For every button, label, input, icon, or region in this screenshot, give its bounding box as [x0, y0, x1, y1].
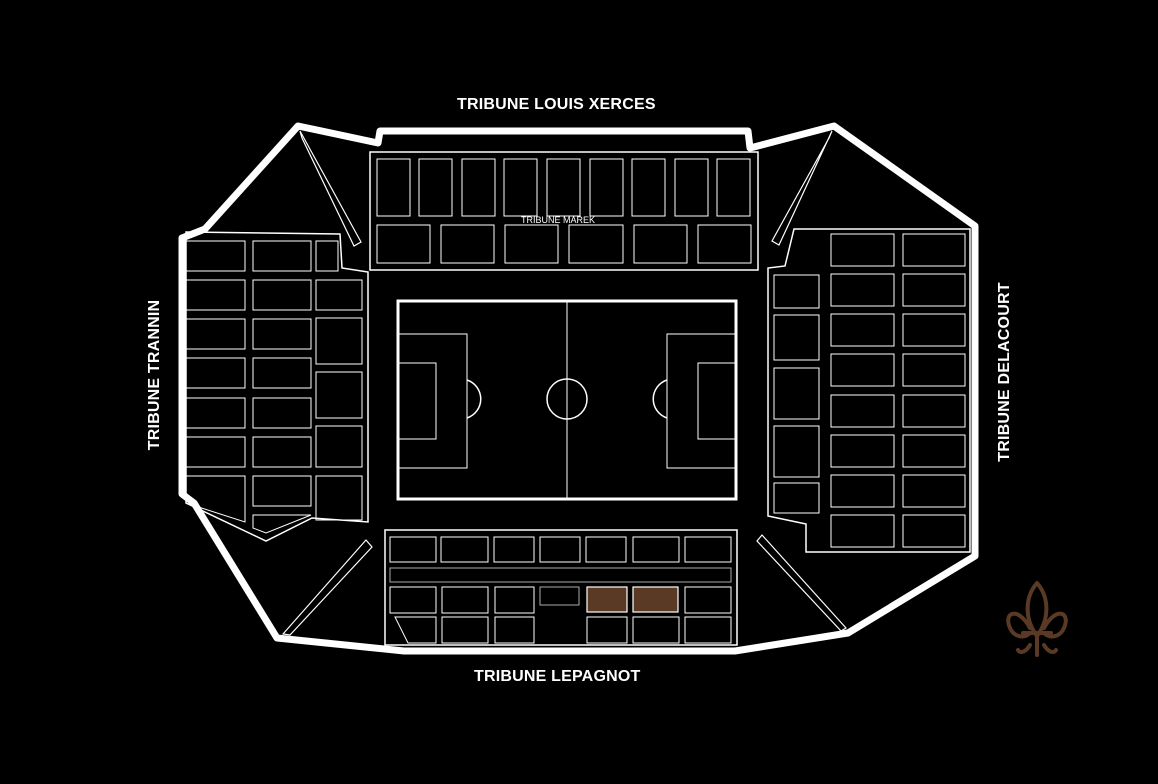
seat-block[interactable]	[494, 616, 535, 644]
seat-block[interactable]	[252, 279, 312, 311]
seat-block[interactable]	[773, 314, 820, 361]
seat-block[interactable]	[394, 616, 437, 644]
stadium-outer-wall	[178, 122, 979, 655]
stand-label-north: TRIBUNE LOUIS XERCES	[457, 96, 656, 113]
seat-block[interactable]	[586, 616, 628, 644]
seat-block[interactable]	[461, 158, 496, 217]
stand-label-south: TRIBUNE LEPAGNOT	[474, 668, 641, 685]
seat-block[interactable]	[185, 436, 246, 468]
seat-block[interactable]	[902, 233, 966, 267]
seat-block[interactable]	[716, 158, 751, 217]
seat-block[interactable]	[631, 158, 666, 217]
seat-block[interactable]	[830, 353, 895, 387]
seat-block[interactable]	[185, 240, 246, 272]
seat-block[interactable]	[252, 357, 312, 389]
seat-block[interactable]	[185, 397, 246, 429]
seat-block[interactable]	[315, 240, 339, 272]
seat-block[interactable]	[376, 224, 431, 264]
seat-block[interactable]	[902, 353, 966, 387]
seat-block[interactable]	[585, 536, 627, 563]
seat-block[interactable]	[315, 371, 363, 419]
seat-block[interactable]	[252, 514, 312, 534]
stand-label-west: TRIBUNE TRANNIN	[146, 299, 163, 451]
seat-block[interactable]	[632, 616, 680, 644]
seat-block[interactable]	[589, 158, 624, 217]
seat-block[interactable]	[773, 274, 820, 309]
press-box	[389, 567, 732, 583]
seat-block[interactable]	[389, 536, 437, 563]
south-stand	[384, 529, 738, 646]
seat-block-selected[interactable]	[586, 586, 628, 613]
seat-block[interactable]	[504, 224, 559, 264]
north-stand	[369, 151, 759, 271]
seat-block[interactable]	[252, 240, 312, 272]
seat-block[interactable]	[902, 434, 966, 468]
seat-block[interactable]	[902, 474, 966, 508]
seat-block[interactable]	[684, 536, 732, 563]
seat-block[interactable]	[185, 475, 246, 523]
seat-block[interactable]	[830, 434, 895, 468]
seat-block[interactable]	[440, 224, 495, 264]
seat-block[interactable]	[674, 158, 709, 217]
seat-block[interactable]	[418, 158, 453, 217]
seat-block[interactable]	[830, 233, 895, 267]
seat-block[interactable]	[830, 273, 895, 307]
seat-block[interactable]	[773, 367, 820, 420]
seat-block[interactable]	[441, 586, 489, 614]
seat-block[interactable]	[389, 586, 437, 614]
seat-block[interactable]	[902, 313, 966, 347]
seat-block[interactable]	[539, 536, 581, 563]
seat-block[interactable]	[185, 318, 246, 350]
seat-block[interactable]	[773, 482, 820, 514]
pitch	[396, 299, 738, 501]
seat-block[interactable]	[315, 279, 363, 311]
corner-ne-wedge	[771, 130, 833, 246]
seat-block[interactable]	[315, 317, 363, 365]
seat-block[interactable]	[440, 536, 489, 563]
seat-block[interactable]	[315, 425, 363, 468]
stand-label-north-inner: TRIBUNE MAREK	[521, 215, 596, 225]
corner-se-wedge	[756, 534, 847, 632]
stand-label-east: TRIBUNE DELACOURT	[996, 282, 1013, 462]
seat-block[interactable]	[546, 158, 581, 217]
seat-block[interactable]	[902, 514, 966, 548]
seat-block[interactable]	[185, 357, 246, 389]
seat-block[interactable]	[185, 279, 246, 311]
seat-block[interactable]	[252, 397, 312, 429]
seat-block[interactable]	[252, 436, 312, 468]
seat-block[interactable]	[773, 425, 820, 478]
seat-block[interactable]	[503, 158, 538, 217]
seat-block[interactable]	[539, 586, 580, 606]
seat-block[interactable]	[902, 394, 966, 428]
seat-block[interactable]	[568, 224, 624, 264]
east-stand	[767, 228, 971, 553]
seat-block[interactable]	[441, 616, 489, 644]
seat-block[interactable]	[376, 158, 411, 217]
seat-block[interactable]	[684, 586, 732, 614]
corner-sw-wedge	[281, 539, 373, 636]
seat-block[interactable]	[493, 536, 535, 563]
seat-block[interactable]	[830, 474, 895, 508]
seat-block[interactable]	[902, 273, 966, 307]
corner-nw-wedge	[299, 130, 362, 247]
fleur-de-lis-icon	[1006, 581, 1068, 657]
seat-block[interactable]	[830, 514, 895, 548]
seat-block[interactable]	[252, 475, 312, 507]
seat-block[interactable]	[684, 616, 732, 644]
seat-block-selected[interactable]	[632, 586, 679, 613]
west-stand	[185, 231, 369, 542]
seat-block[interactable]	[252, 318, 312, 350]
seat-block[interactable]	[830, 313, 895, 347]
seat-block[interactable]	[632, 536, 680, 563]
seat-block[interactable]	[633, 224, 688, 264]
seat-block[interactable]	[494, 586, 535, 614]
seat-block[interactable]	[697, 224, 752, 264]
seat-block[interactable]	[315, 475, 363, 521]
seat-block[interactable]	[830, 394, 895, 428]
